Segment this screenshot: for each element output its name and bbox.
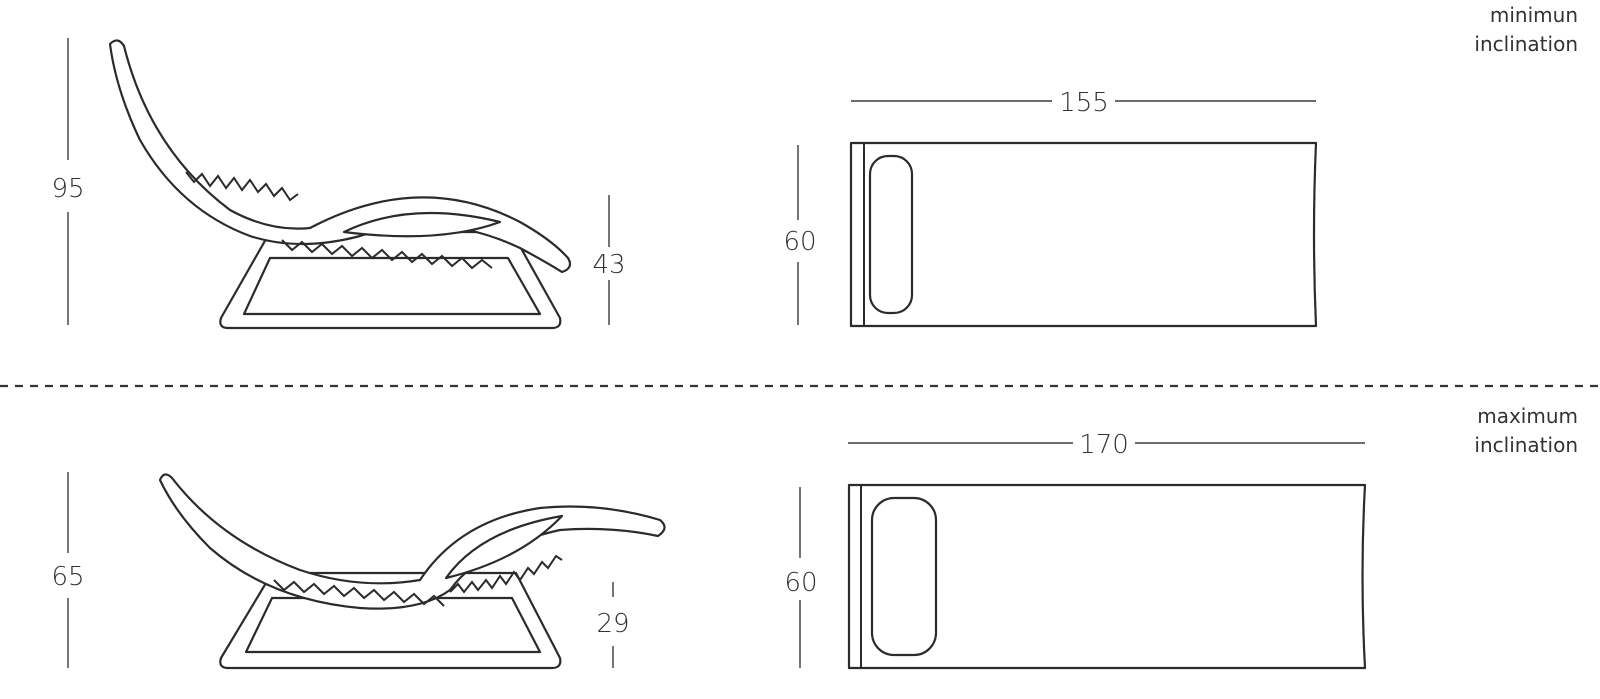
bottom-seat-height-label: 29 (596, 609, 629, 639)
bottom-width-label: 60 (784, 568, 817, 598)
top-plan-outline (849, 141, 1318, 328)
bottom-lounger-side-view (158, 473, 666, 670)
top-note-line1: minimun (1490, 3, 1578, 27)
top-seat-opening (342, 211, 502, 238)
bottom-length-label: 170 (1079, 430, 1129, 460)
top-seat-height-label: 43 (592, 250, 625, 280)
top-note-line2: inclination (1474, 32, 1578, 56)
bottom-lounger-top-view (847, 483, 1367, 670)
top-plan-pillow (868, 154, 914, 315)
bottom-seat-shell (158, 473, 666, 610)
top-base-cutout (242, 256, 542, 316)
top-length-label: 155 (1059, 88, 1109, 118)
top-zigzag-back (185, 171, 299, 202)
bottom-plan-pillow (870, 496, 938, 657)
bottom-note-line2: inclination (1474, 433, 1578, 457)
top-lounger-side-view (108, 39, 572, 330)
top-lounger-top-view (849, 141, 1318, 328)
bottom-note-line1: maximum (1477, 404, 1578, 428)
bottom-zigzag-seat (273, 579, 445, 607)
bottom-side-height-label: 65 (51, 562, 84, 592)
top-zigzag-seat (281, 239, 493, 270)
bottom-plan-outline (847, 483, 1367, 670)
top-section: minimun inclination 95 43 155 (51, 3, 1578, 330)
top-side-height-label: 95 (51, 174, 84, 204)
top-seat-shell (108, 39, 572, 274)
bottom-seat-opening (444, 514, 564, 580)
top-width-label: 60 (783, 227, 816, 257)
bottom-zigzag-back (449, 554, 563, 594)
bottom-section: maximum inclination 65 29 170 (51, 404, 1578, 670)
